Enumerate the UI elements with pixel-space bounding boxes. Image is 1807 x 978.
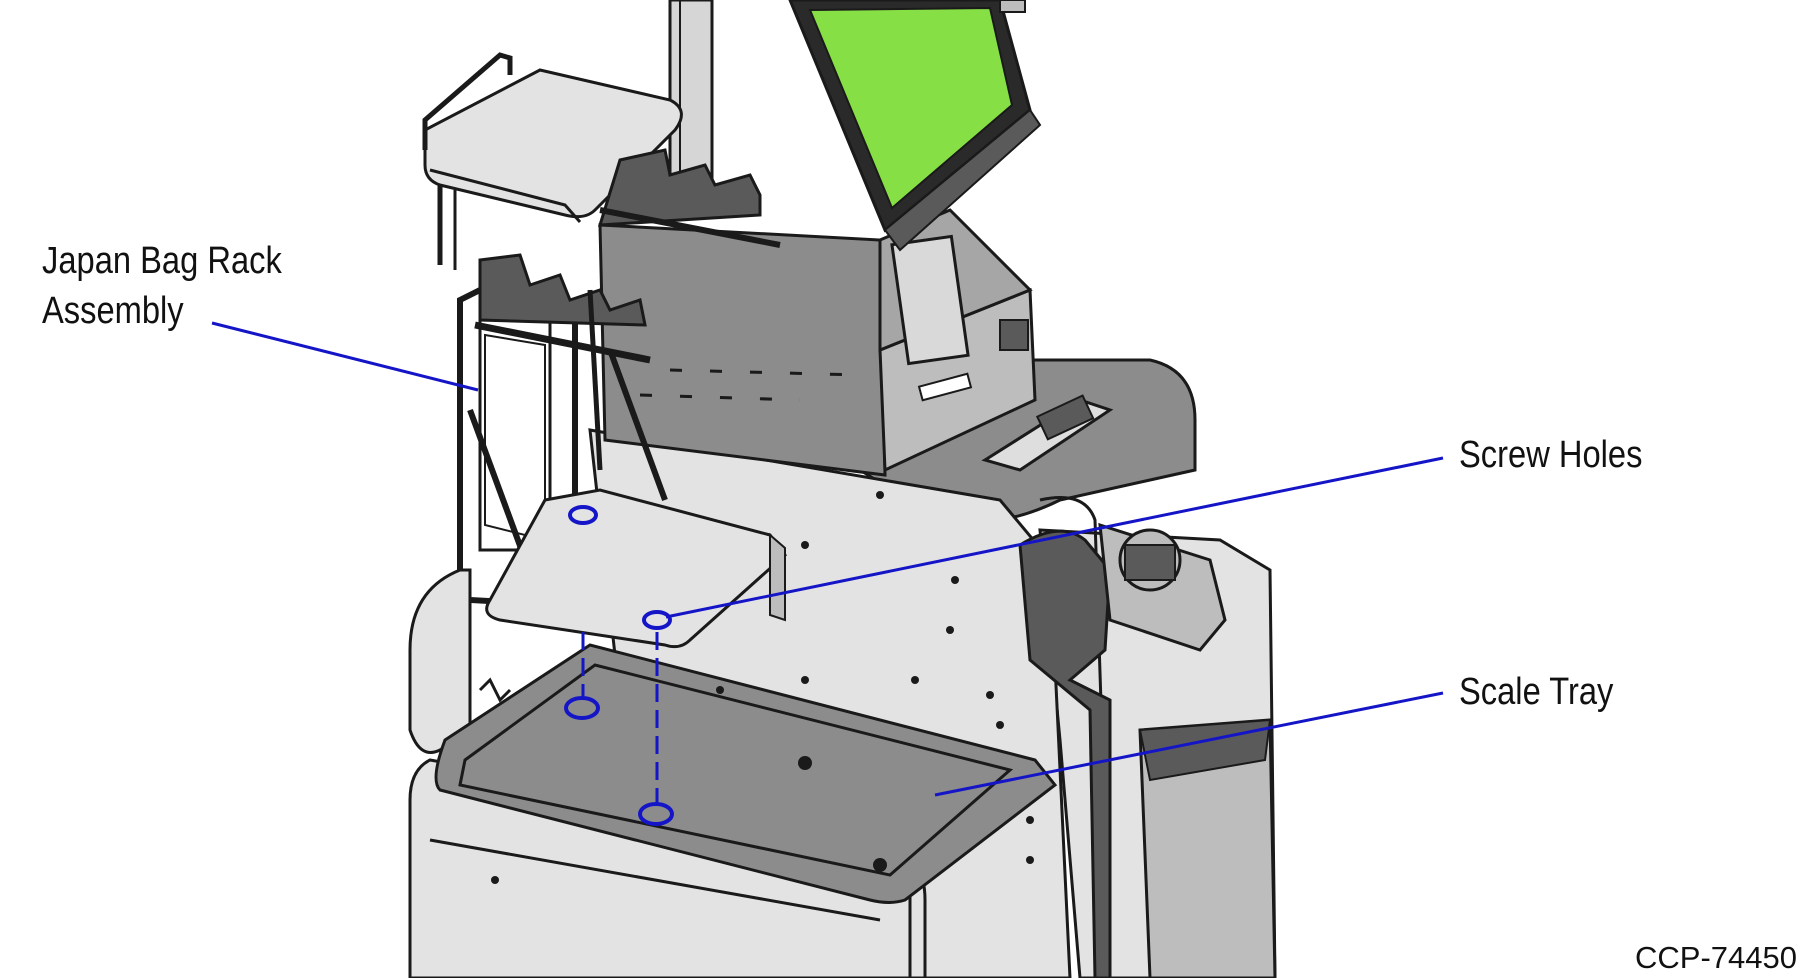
figure-id: CCP-74450 bbox=[1635, 940, 1797, 975]
callout-scale-tray: Scale Tray bbox=[1459, 671, 1614, 713]
leader-scale-tray bbox=[934, 691, 1444, 797]
callout-screw-holes: Screw Holes bbox=[1459, 434, 1643, 476]
leader-bag-rack bbox=[211, 321, 479, 392]
right-frame bbox=[1018, 522, 1277, 978]
mounting-pole bbox=[668, 0, 714, 187]
screw-hole-markers bbox=[564, 505, 674, 826]
scale-tray bbox=[434, 643, 1058, 904]
screw-hole-2 bbox=[642, 610, 672, 630]
panel-fastener-dots bbox=[491, 491, 1034, 884]
bag-rack-upper bbox=[422, 52, 781, 270]
screw-hole-1 bbox=[568, 505, 598, 525]
callout-bag-rack: Japan Bag Rack Assembly bbox=[42, 236, 282, 336]
side-shield bbox=[408, 568, 512, 754]
rear-electronics-box bbox=[598, 223, 887, 477]
touchscreen-monitor bbox=[788, 0, 1042, 252]
leader-screw-holes bbox=[665, 456, 1444, 619]
callout-bag-rack-line2: Assembly bbox=[42, 290, 184, 332]
leader-lines bbox=[211, 321, 1444, 797]
callout-bag-rack-line1: Japan Bag Rack bbox=[42, 240, 282, 282]
payment-module bbox=[878, 208, 1114, 473]
